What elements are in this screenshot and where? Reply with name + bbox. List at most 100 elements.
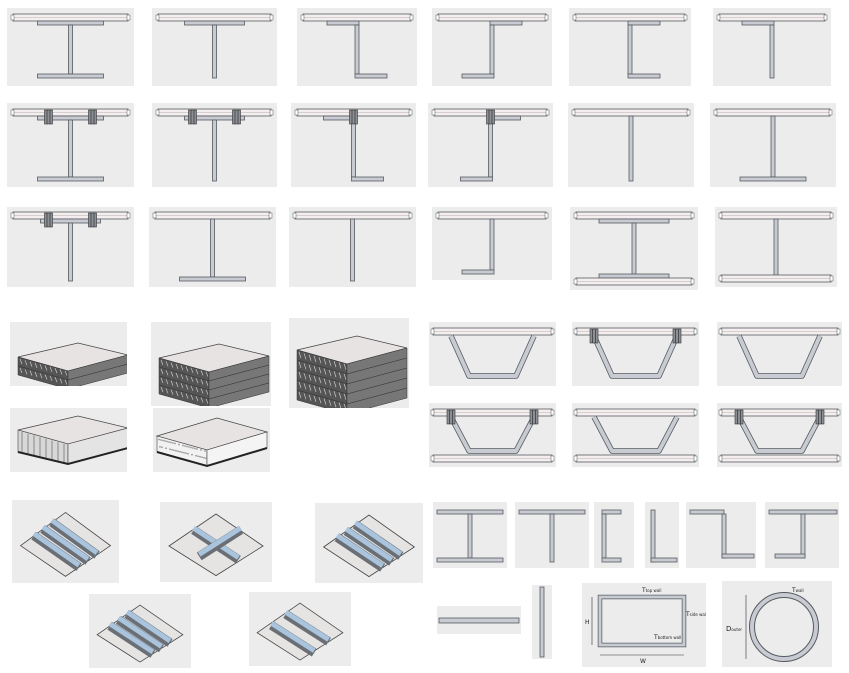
blade-stiffened-panel[interactable] <box>249 592 351 666</box>
core-layer <box>17 365 69 386</box>
bolted-panel-row2-3[interactable] <box>291 103 416 187</box>
bolt <box>734 409 744 425</box>
bolted-panel-row2-6[interactable] <box>710 103 836 187</box>
skin-plate <box>713 108 833 117</box>
j-section[interactable] <box>765 502 839 568</box>
web <box>68 222 73 282</box>
crossed-grid-panel[interactable] <box>315 503 423 583</box>
stiffened-panel-row3-5[interactable] <box>570 207 698 290</box>
bolt <box>349 109 358 125</box>
bolt <box>88 212 97 228</box>
vertical-blade-section[interactable] <box>532 585 552 659</box>
corrugated-core-sandwich-1[interactable] <box>10 322 127 386</box>
stiffened-panel-row1-6[interactable] <box>713 8 831 86</box>
foam-core-sandwich[interactable] <box>153 408 270 472</box>
hat-stiffener <box>591 334 680 379</box>
skin-plate <box>292 211 413 220</box>
skin-plate <box>571 108 691 117</box>
flange <box>461 269 495 275</box>
hat-stiffener <box>736 334 823 379</box>
web <box>601 513 607 559</box>
t-section[interactable] <box>515 502 589 568</box>
bottom-flange <box>354 73 388 79</box>
i-beam-section[interactable] <box>433 502 507 568</box>
hat-stiffened-panel-2[interactable] <box>572 322 699 386</box>
hat-stiffened-panel-1[interactable] <box>429 322 556 386</box>
part <box>539 586 545 658</box>
top-flange <box>326 20 360 26</box>
bolt <box>88 109 97 125</box>
web <box>628 115 634 182</box>
dual-blade-grid-panel[interactable] <box>160 502 272 582</box>
flange <box>739 176 807 182</box>
skin-plate <box>718 327 841 336</box>
bottom-flange <box>627 73 661 79</box>
skin-plate <box>300 13 414 22</box>
bolted-panel-row2-2[interactable] <box>152 103 277 187</box>
part <box>721 553 755 559</box>
bolt <box>188 109 197 125</box>
skin-plate <box>152 211 273 220</box>
label-w: W <box>640 658 646 665</box>
stiffened-panel-row1-4[interactable] <box>432 8 552 86</box>
bolt <box>815 409 825 425</box>
skin-plate <box>435 211 549 220</box>
label-t-side: Tside wall <box>685 611 706 618</box>
label-t-wall: Twall <box>791 587 804 594</box>
skin-plate <box>573 277 695 286</box>
stiffened-panel-row3-1[interactable] <box>7 207 134 287</box>
part <box>689 509 725 515</box>
stiffened-panel-row3-2[interactable] <box>149 207 276 287</box>
bolt <box>44 212 53 228</box>
top-flange <box>37 20 104 26</box>
skin-plate <box>573 408 698 417</box>
l-section[interactable] <box>645 502 679 568</box>
bolt <box>529 409 539 425</box>
stiffened-panel-row1-1[interactable] <box>7 8 134 86</box>
bottom-flange <box>351 176 384 182</box>
top-flange <box>601 509 622 515</box>
stiffened-panel-row1-5[interactable] <box>569 8 691 86</box>
corrugated-core-sandwich-3[interactable] <box>289 318 409 408</box>
skin-plate <box>10 211 131 220</box>
hat-stiffener <box>736 415 823 454</box>
label-t-bottom: Tbottom wall <box>653 634 681 641</box>
skin-plate <box>718 211 834 220</box>
web <box>627 24 633 75</box>
stiffened-panel-row3-3[interactable] <box>289 207 416 287</box>
hat-stiffened-panel-5[interactable] <box>572 403 699 467</box>
bolted-panel-row2-4[interactable] <box>428 103 553 187</box>
skin-plate <box>10 13 131 22</box>
corrugated-core-sandwich-2[interactable] <box>151 322 271 406</box>
bolted-panel-row2-1[interactable] <box>7 103 134 187</box>
web <box>549 513 555 563</box>
stiffened-panel-row1-3[interactable] <box>297 8 417 86</box>
web <box>212 24 217 79</box>
hat-stiffened-panel-6[interactable] <box>717 403 842 467</box>
part <box>768 509 838 515</box>
bottom-flange <box>436 557 504 563</box>
isogrid-frame-panel[interactable] <box>89 594 191 668</box>
skin-plate <box>573 454 698 463</box>
bolted-panel-row2-5[interactable] <box>568 103 694 187</box>
skin-plate <box>573 327 698 336</box>
c-section[interactable] <box>594 502 634 568</box>
stiffened-panel-row3-6[interactable] <box>715 207 837 287</box>
flat-bar-section[interactable] <box>437 606 521 634</box>
web <box>773 218 779 276</box>
hat-stiffened-panel-3[interactable] <box>717 322 842 386</box>
orthogrid-panel[interactable] <box>12 500 119 583</box>
stiffened-panel-row1-2[interactable] <box>152 8 277 86</box>
hat-stiffened-panel-4[interactable] <box>429 403 556 467</box>
part <box>774 553 806 559</box>
bolt <box>486 109 495 125</box>
bolt <box>232 109 241 125</box>
honeycomb-core-sandwich[interactable] <box>10 408 127 472</box>
hat-stiffener <box>448 334 537 379</box>
z-section[interactable] <box>686 502 756 568</box>
bottom-flange <box>460 176 493 182</box>
label-t-top: Ttop wall <box>641 587 661 594</box>
stiffened-panel-row3-4[interactable] <box>432 207 552 280</box>
